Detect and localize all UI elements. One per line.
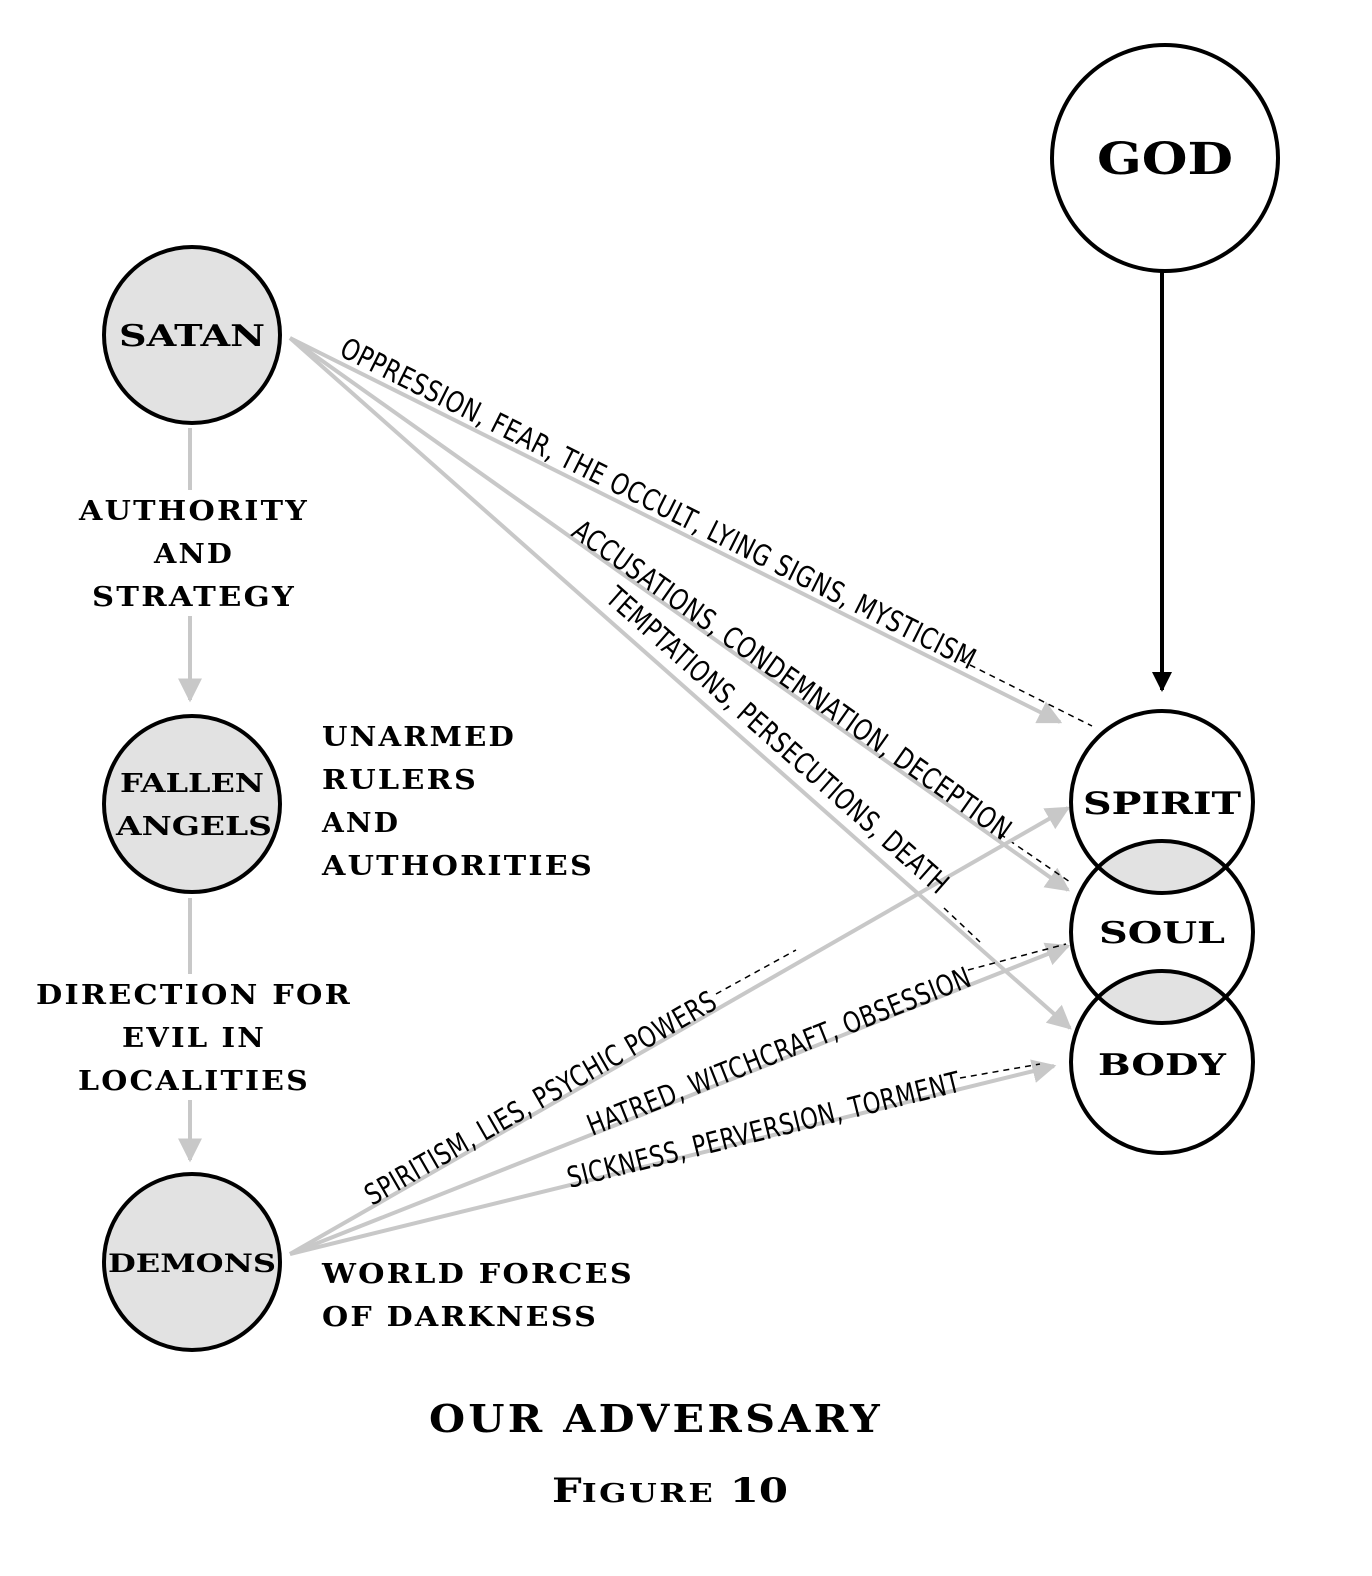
fallen-label: FALLEN — [120, 769, 264, 799]
demons-to-body-line — [289, 1059, 1057, 1256]
satan-body-dash — [943, 907, 981, 943]
demons-node: DEMONS — [102, 1172, 282, 1352]
spirit-label: SPIRIT — [1083, 786, 1241, 822]
satan-to-spirit-line — [289, 336, 1063, 724]
rulers-line-1: UNARMED — [322, 722, 516, 753]
demons-label: DEMONS — [108, 1249, 276, 1278]
world-forces-line-1: WORLD FORCES — [321, 1259, 634, 1290]
fallen-angels-node: FALLEN ANGELS — [102, 714, 282, 894]
satan-to-soul-line — [288, 336, 1070, 892]
authority-line-2: AND — [153, 539, 234, 570]
authority-line-1: AUTHORITY — [78, 496, 309, 527]
soul-label: SOUL — [1099, 916, 1225, 951]
person-nodes: SPIRIT SOUL BODY — [1069, 709, 1255, 1155]
authority-line-3: STRATEGY — [92, 582, 296, 613]
demons-spirit-dash — [715, 949, 797, 995]
body-label: BODY — [1098, 1048, 1227, 1083]
world-forces-line-2: OF DARKNESS — [322, 1302, 598, 1333]
body-circle — [1069, 969, 1255, 1155]
satan-spirit-dash — [959, 659, 1093, 727]
figure-title: OUR ADVERSARY — [429, 1396, 883, 1441]
satan-attack-lines — [288, 336, 1093, 1030]
angels-label: ANGELS — [115, 812, 272, 842]
rulers-line-2: RULERS — [322, 765, 478, 796]
demons-to-soul-line — [289, 942, 1071, 1256]
satan-label: SATAN — [119, 319, 265, 354]
demons-soul-dash — [967, 943, 1067, 971]
rulers-line-3: AND — [321, 808, 400, 839]
rulers-line-4: AUTHORITIES — [321, 851, 594, 882]
demons-body-dash — [959, 1063, 1041, 1079]
demons-attack-lines — [289, 806, 1071, 1256]
direction-line-2: EVIL IN — [122, 1023, 266, 1054]
demons-to-spirit-line — [289, 806, 1071, 1256]
spirit-circle — [1069, 709, 1255, 895]
soul-circle — [1069, 839, 1255, 1025]
god-label: GOD — [1097, 134, 1233, 185]
satan-node: SATAN — [102, 245, 282, 425]
god-node: GOD — [1050, 43, 1280, 273]
direction-line-3: LOCALITIES — [78, 1066, 310, 1097]
satan-to-body-line — [288, 336, 1072, 1030]
direction-line-1: DIRECTION FOR — [36, 980, 352, 1011]
